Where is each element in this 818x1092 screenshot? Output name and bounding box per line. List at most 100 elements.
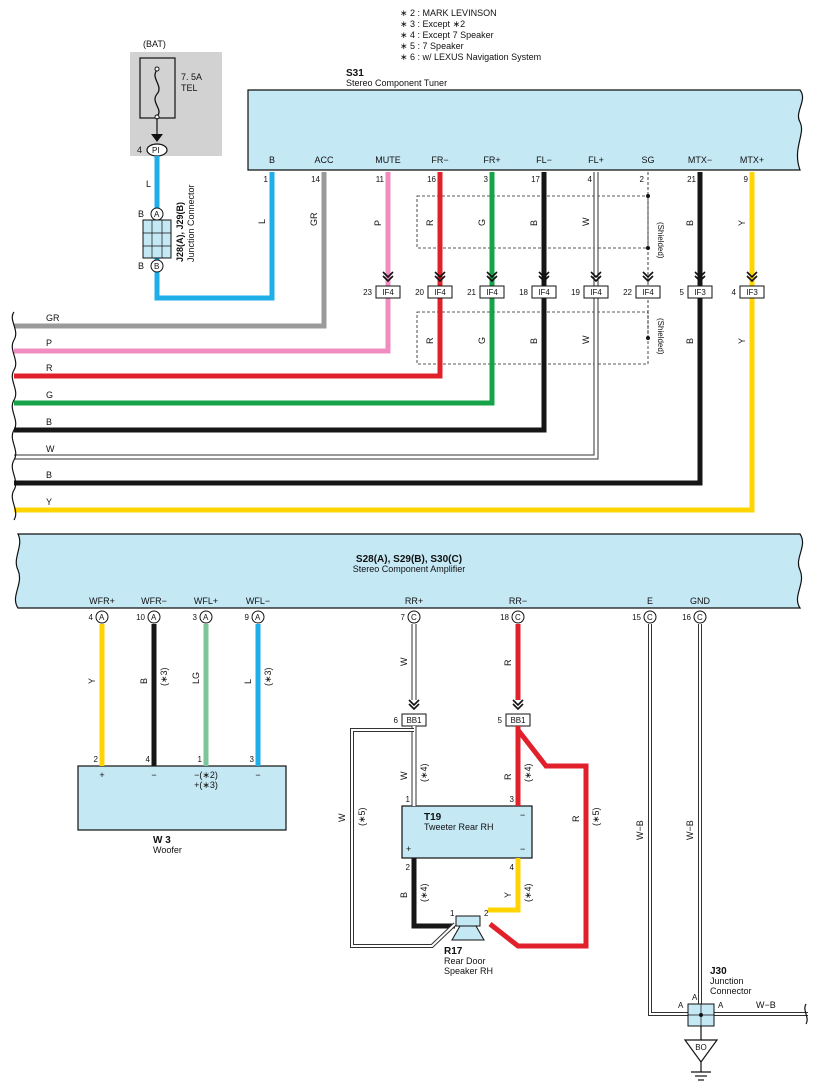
- fuse-rating: 7. 5A: [181, 72, 202, 82]
- inline-connector-4: [583, 285, 609, 299]
- woofer-pin-num-3: 3: [250, 755, 255, 764]
- junction-j28-id: J28(A), J29(B): [175, 202, 185, 262]
- ground-point-icon: [683, 1039, 719, 1064]
- amp-pin-label-4: RR+: [405, 596, 423, 606]
- bb1-arrow-icon-1: [512, 699, 524, 711]
- trunk-wire-label-1: P: [46, 338, 52, 348]
- tuner-pin-num-2: 11: [376, 175, 385, 184]
- trunk-wire-label-6: B: [46, 470, 52, 480]
- tuner-pin-label-1: ACC: [314, 155, 334, 165]
- trunk-wire-label-0: GR: [46, 313, 60, 323]
- tweeter-pin-tr: 3: [510, 795, 515, 804]
- amp-pin-num-2: 3: [193, 613, 198, 622]
- tuner-pin-label-6: FL+: [588, 155, 604, 165]
- note-4: ∗ 5 : 7 Speaker: [400, 41, 464, 51]
- amp-pin-connector-2-letter: A: [203, 613, 209, 622]
- tweeter-r-note: (∗4): [523, 763, 533, 782]
- inline-connector-1-label: IF4: [434, 288, 446, 297]
- stereo-component-tuner: S31 Stereo Component Tuner: [247, 68, 804, 171]
- junction-j30-pin-top: A: [692, 993, 698, 1002]
- inline-connector-0: [375, 285, 401, 299]
- upper-wire-label-3: G: [477, 219, 487, 226]
- amp-pin-num-0: 4: [89, 613, 94, 622]
- amp-pin-connector-2: [199, 610, 213, 624]
- amplifier-name: Stereo Component Amplifier: [353, 564, 466, 574]
- junction-j30-name-1: Junction: [710, 976, 744, 986]
- woofer-pin-num-1: 4: [146, 755, 151, 764]
- amp-pin-label-2: WFL+: [194, 596, 218, 606]
- inline-connector-3-label: IF4: [538, 288, 550, 297]
- inline-connector-5-label: IF4: [642, 288, 654, 297]
- trunk-wire-2: [14, 172, 443, 379]
- trunk-wire-0: [14, 172, 327, 329]
- junction-j30-id: J30: [710, 966, 727, 977]
- bypass-r-label: R: [571, 815, 581, 822]
- inline-arrow-icon-5: [642, 271, 654, 283]
- connector-pi-label: PI: [152, 146, 160, 155]
- tweeter-r-label: R: [503, 773, 513, 780]
- note-1: ∗ 2 : MARK LEVINSON: [400, 8, 497, 18]
- fuse-block: (BAT) 7. 5A TEL PI 4: [130, 39, 222, 157]
- trunk-wire-label-7: Y: [46, 497, 52, 507]
- inline-arrow-icon-3: [538, 271, 550, 283]
- amp-pin-num-4: 7: [401, 613, 406, 622]
- bypass-w-note: (∗5): [357, 807, 367, 826]
- inline-connector-7: [739, 285, 765, 299]
- woofer-pin-sign2-2: +(∗3): [194, 780, 218, 790]
- tweeter-sign-br: −: [520, 844, 525, 854]
- tuner-pin-num-1: 14: [311, 175, 320, 184]
- junction-j28-letter-a: A: [154, 210, 160, 219]
- tuner-pin-num-0: 1: [264, 175, 269, 184]
- tuner-pin-label-2: MUTE: [375, 155, 401, 165]
- woofer-wire-note-1: (∗3): [159, 667, 169, 686]
- tweeter-pin-tl: 1: [406, 795, 411, 804]
- tuner-pin-num-5: 17: [531, 175, 540, 184]
- junction-j28-name: Junction Connector: [186, 184, 196, 262]
- inline-connector-2-label: IF4: [486, 288, 498, 297]
- fuse-icon: [154, 69, 160, 117]
- trunk-wire-4: [14, 172, 547, 433]
- speaker-y-wire: [488, 858, 521, 913]
- speaker-icon: [451, 915, 485, 941]
- amplifier-box: [14, 533, 804, 609]
- amp-pin-connector-4-letter: C: [411, 613, 417, 622]
- amp-pin-label-6: E: [647, 596, 653, 606]
- upper-wire-label-7: Y: [737, 220, 747, 226]
- bb1-num-1: 5: [498, 716, 503, 725]
- amp-pin-connector-3: [251, 610, 265, 624]
- speaker-b-note: (∗4): [419, 883, 429, 902]
- lower-wire-label-2: G: [477, 337, 487, 344]
- inline-connector-num-1: 20: [415, 288, 424, 297]
- tweeter-w-label: W: [399, 771, 409, 780]
- speaker-name-2: Speaker RH: [444, 966, 493, 976]
- tuner-box: [247, 89, 804, 171]
- speaker-b-label: B: [399, 892, 409, 898]
- amplifier-pin-row: WFR+A4WFR−A10WFL+A3WFL−A9RR+C7RR−C18EC15…: [89, 596, 711, 624]
- inline-connector-7-label: IF3: [746, 288, 758, 297]
- inline-connector-1: [427, 285, 453, 299]
- stereo-component-amplifier: S28(A), S29(B), S30(C) Stereo Component …: [14, 533, 804, 609]
- woofer-wire-label-0: Y: [87, 678, 97, 684]
- junction-j30-pin-r: A: [718, 1001, 724, 1010]
- rr-plus-wire-label: W: [399, 657, 409, 666]
- lower-wire-label-7: Y: [737, 338, 747, 344]
- tweeter-pin-bl: 2: [406, 863, 411, 872]
- inline-arrow-icon-2: [486, 271, 498, 283]
- speaker-y-note: (∗4): [523, 883, 533, 902]
- amp-pin-label-7: GND: [690, 596, 711, 606]
- speaker-pin-r: 2: [484, 909, 489, 918]
- amp-pin-connector-5: [511, 610, 525, 624]
- tuner-name: Stereo Component Tuner: [346, 78, 447, 88]
- wire-l-label-tuner: L: [257, 219, 267, 224]
- woofer-wire-label-3: L: [243, 679, 253, 684]
- amp-pin-connector-6: [643, 610, 657, 624]
- fuse-name: TEL: [181, 83, 198, 93]
- inline-arrow-icon-0: [382, 271, 394, 283]
- amp-pin-connector-1: [147, 610, 161, 624]
- tuner-pin-num-6: 4: [588, 175, 593, 184]
